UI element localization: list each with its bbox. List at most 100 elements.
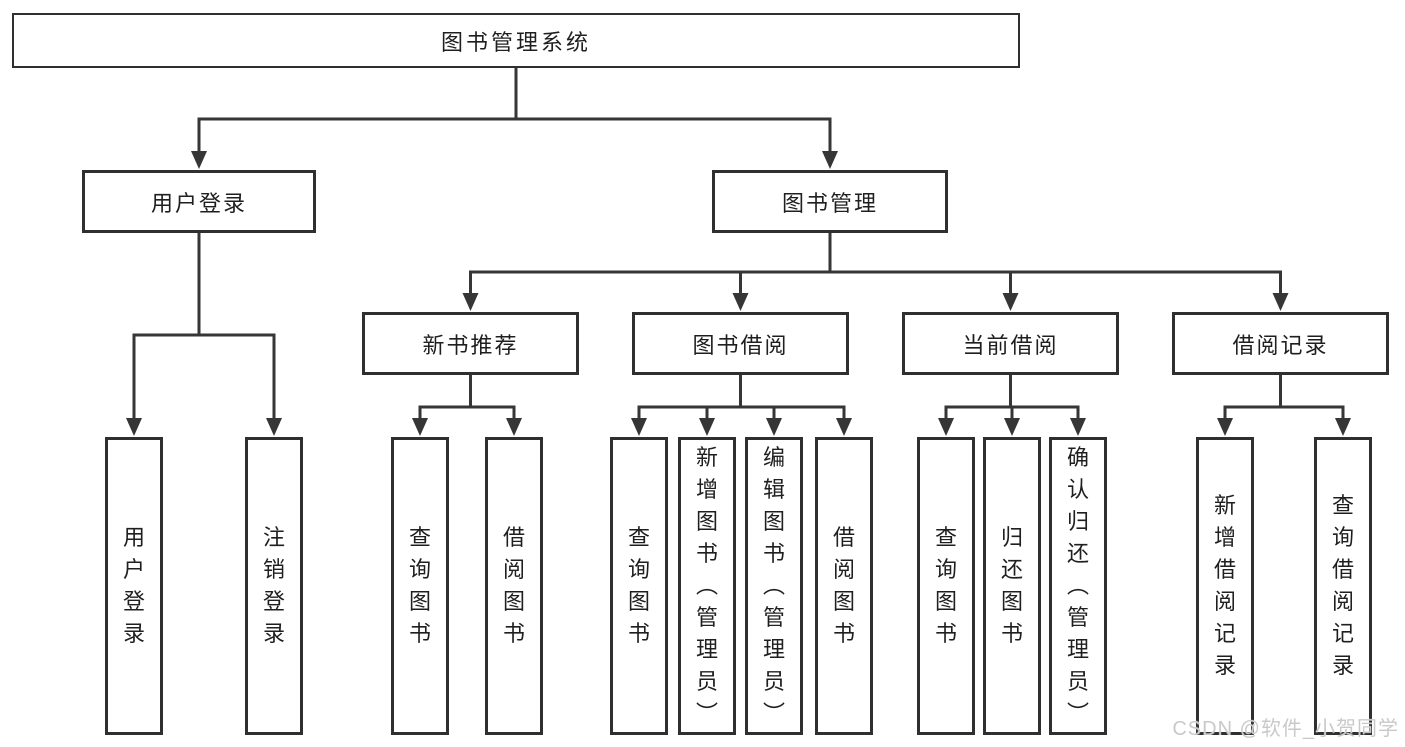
vertical-char: 记 — [1331, 621, 1354, 646]
node-user-login: 用户登录 — [82, 170, 316, 233]
vertical-char: 新 — [1213, 493, 1236, 518]
vertical-char: 借 — [1331, 557, 1354, 582]
node-bb-borrow: 借阅图书 — [815, 437, 873, 735]
vertical-char: 查 — [1331, 493, 1354, 518]
arrowhead-down-icon — [732, 293, 749, 311]
vertical-char: 录 — [262, 621, 285, 646]
csdn-watermark: CSDN @软件_小贺同学 — [1172, 718, 1399, 740]
arrowhead-down-icon — [462, 293, 479, 311]
vertical-char: 管 — [1066, 605, 1089, 630]
node-bb-query: 查询图书 — [610, 437, 668, 735]
node-borrow-records: 借阅记录 — [1172, 312, 1389, 375]
vertical-char: 阅 — [832, 557, 855, 582]
vertical-char: 询 — [408, 557, 431, 582]
arrowhead-down-icon — [1004, 418, 1020, 436]
arrowhead-down-icon — [191, 151, 207, 169]
node-ul-login: 用户登录 — [105, 437, 163, 735]
vertical-char: 还 — [1000, 557, 1023, 582]
vertical-char: 编 — [762, 445, 785, 470]
vertical-char: 用 — [122, 525, 145, 550]
vertical-char: 增 — [1213, 525, 1236, 550]
vertical-char: 书 — [762, 541, 785, 566]
vertical-char: 书 — [695, 541, 718, 566]
vertical-char: 管 — [762, 605, 785, 630]
vertical-char: 图 — [1000, 589, 1023, 614]
vertical-char: 员 — [1066, 669, 1089, 694]
vertical-char: 询 — [934, 557, 957, 582]
node-nb-borrow: 借阅图书 — [485, 437, 543, 735]
node-br-query: 查询借阅记录 — [1314, 437, 1372, 735]
vertical-char: 理 — [695, 637, 718, 662]
vertical-char: 图 — [408, 589, 431, 614]
node-current-borrow: 当前借阅 — [902, 312, 1119, 375]
vertical-char: ︵ — [695, 573, 718, 598]
vertical-char: 阅 — [1331, 589, 1354, 614]
vertical-char: 书 — [832, 621, 855, 646]
vertical-char: 理 — [1066, 637, 1089, 662]
vertical-char: 书 — [1000, 621, 1023, 646]
vertical-char: 查 — [408, 525, 431, 550]
vertical-char: 增 — [695, 477, 718, 502]
vertical-char: 书 — [502, 621, 525, 646]
vertical-char: 员 — [762, 669, 785, 694]
arrowhead-down-icon — [1217, 418, 1233, 436]
node-bb-edit: 编辑图书 ︵ 管理员 ︶ — [745, 437, 803, 735]
vertical-char: 录 — [122, 621, 145, 646]
arrowhead-down-icon — [1070, 418, 1086, 436]
vertical-char: 借 — [1213, 557, 1236, 582]
vertical-char: ︵ — [762, 573, 785, 598]
vertical-char: 员 — [695, 669, 718, 694]
vertical-char: ︶ — [695, 701, 718, 726]
node-ul-logout: 注销登录 — [245, 437, 303, 735]
vertical-char: 还 — [1066, 541, 1089, 566]
vertical-char: 记 — [1213, 621, 1236, 646]
vertical-char: 阅 — [1213, 589, 1236, 614]
arrowhead-down-icon — [506, 418, 522, 436]
arrowhead-down-icon — [938, 418, 954, 436]
vertical-char: 图 — [934, 589, 957, 614]
vertical-char: 图 — [762, 509, 785, 534]
vertical-char: ︶ — [762, 701, 785, 726]
node-bb-add: 新增图书︵管理员︶ — [678, 437, 736, 735]
arrowhead-down-icon — [822, 151, 838, 169]
vertical-char: 图 — [832, 589, 855, 614]
vertical-char: 书 — [934, 621, 957, 646]
vertical-char: 图 — [502, 589, 525, 614]
vertical-char: 录 — [1331, 653, 1354, 678]
node-br-add: 新增借阅记录 — [1196, 437, 1254, 735]
vertical-char: 认 — [1066, 477, 1089, 502]
vertical-char: 登 — [262, 589, 285, 614]
vertical-char: 注 — [262, 525, 285, 550]
vertical-char: 管 — [695, 605, 718, 630]
arrowhead-down-icon — [1002, 293, 1019, 311]
arrowhead-down-icon — [766, 418, 782, 436]
vertical-char: 录 — [1213, 653, 1236, 678]
node-cb-return: 归还图书 — [983, 437, 1041, 735]
vertical-char: 归 — [1066, 509, 1089, 534]
node-new-book: 新书推荐 — [362, 312, 579, 375]
arrowhead-down-icon — [836, 418, 852, 436]
vertical-char: 借 — [832, 525, 855, 550]
vertical-char: 查 — [934, 525, 957, 550]
node-nb-query: 查询图书 — [391, 437, 449, 735]
arrowhead-down-icon — [1272, 293, 1289, 311]
vertical-char: ︶ — [1066, 701, 1089, 726]
arrowhead-down-icon — [266, 418, 282, 436]
vertical-char: 图 — [627, 589, 650, 614]
vertical-char: 书 — [627, 621, 650, 646]
vertical-char: 查 — [627, 525, 650, 550]
vertical-char: 理 — [762, 637, 785, 662]
vertical-char: 登 — [122, 589, 145, 614]
vertical-char: 新 — [695, 445, 718, 470]
vertical-char: ︵ — [1066, 573, 1089, 598]
arrowhead-down-icon — [126, 418, 142, 436]
arrowhead-down-icon — [412, 418, 428, 436]
vertical-char: 辑 — [762, 477, 785, 502]
node-book-borrow: 图书借阅 — [632, 312, 849, 375]
vertical-char: 询 — [627, 557, 650, 582]
vertical-char: 确 — [1066, 445, 1089, 470]
arrowhead-down-icon — [631, 418, 647, 436]
arrowhead-down-icon — [699, 418, 715, 436]
node-cb-query: 查询图书 — [917, 437, 975, 735]
